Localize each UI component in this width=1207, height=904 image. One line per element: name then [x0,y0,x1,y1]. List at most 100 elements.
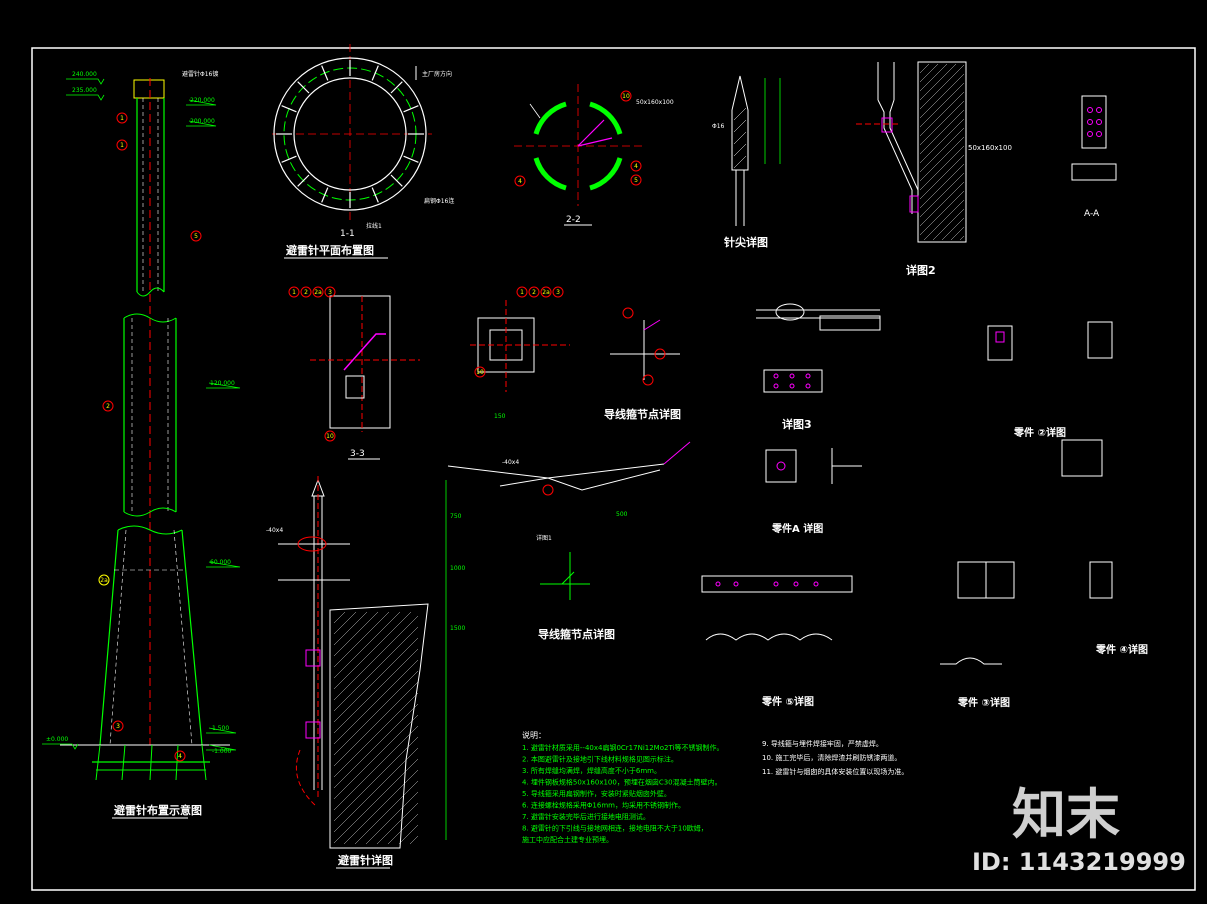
hatch-line [387,813,419,845]
plan-tick [371,65,379,81]
rod-dim-1000: 1000 [450,565,465,572]
note-line: 1. 避雷针材质采用--40x4扁钢0Cr17Ni12Mo2Ti等不锈钢制作。 [522,743,723,752]
svg-text:1: 1 [120,115,124,122]
hatch-line [919,190,965,236]
part-a: 零件A 详图 [765,448,862,535]
hatch-line [333,747,419,833]
svg-text:4: 4 [178,753,182,760]
hatch-line [333,736,419,822]
svg-text:3: 3 [556,289,560,296]
hatch-line [354,780,419,845]
plan-tick [281,155,297,163]
svg-text:4: 4 [634,163,638,170]
plan-tick [390,81,403,94]
elev-1-5: 1.500 [212,725,229,732]
hatch-line [919,63,948,92]
hatch-line [919,63,930,74]
detail-2: 50x160x100 详图2 [856,61,1012,277]
svg-text:2: 2 [304,289,308,296]
part-2: 零件 ②详图 [987,321,1113,477]
hatch-line [333,611,357,635]
svg-text:2: 2 [532,289,536,296]
notes-title: 说明： [522,730,546,740]
svg-text:2a: 2a [314,289,322,296]
plan-note: 扁钢Φ16连 [424,197,454,205]
hatch-line [333,611,346,624]
part-5: 零件 ⑤详图 [701,575,853,708]
elev-220: 220.000 [190,97,215,104]
hatch-line [365,791,419,845]
note-line: 施工中应配合土建专业预埋。 [522,835,613,844]
note-line: 5. 导线箍采用扁钢制作，安装时紧贴烟囱外壁。 [522,789,671,798]
section-2-2-title: 2-2 [566,215,581,225]
hatch-line [919,63,939,83]
detail-2-title: 详图2 [906,263,936,277]
elev-235: 235.000 [72,87,97,94]
hatch-line [333,670,419,756]
hatch-line [923,199,965,241]
part-a-title: 零件A 详图 [771,522,823,535]
hatch-line [919,73,965,119]
note-line-extra: 10. 施工完毕后，清除焊渣并刷防锈漆两道。 [762,753,901,762]
note-line: 7. 避雷针安装完毕后进行接地电阻测试。 [522,812,650,821]
plan-tick [403,155,419,163]
hatch-line [959,235,965,241]
svg-text:2a: 2a [100,577,108,584]
hatch-line [919,154,965,200]
rod-detail: 750 1000 1500 -40x4 避雷针详图 [266,476,465,869]
hatch-line [919,109,965,155]
part-3-title: 零件 ③详图 [957,696,1010,709]
hatch-line [333,681,419,767]
hatch-line [333,611,390,668]
hatch-line [333,703,419,789]
svg-text:10: 10 [476,369,484,376]
needle-tip-detail: Φ16 针尖详图 [712,75,781,249]
hatch-line [950,226,965,241]
svg-text:2: 2 [106,403,110,410]
hatch-line [333,611,379,657]
svg-text:10: 10 [622,93,630,100]
svg-text:5: 5 [634,177,638,184]
svg-text:3: 3 [328,289,332,296]
hatch-line [333,758,419,844]
part-5-title: 零件 ⑤详图 [761,695,814,708]
hatch-line [409,835,419,845]
hatch-line [919,181,965,227]
elev-minus-1: -1.000 [212,748,232,755]
hatch-line [919,127,965,173]
plate-dim-150: 150 [494,413,506,420]
plan-direction: 主厂房方向 [422,70,452,78]
detail-3: 详图3 [756,303,881,431]
note-line: 4. 埋件钢板规格50x160x100，预埋在烟囱C30混凝土筒壁内。 [522,778,722,787]
hatch-line [333,648,419,734]
elev-note: 避雷针Φ16镀 [182,70,218,78]
note-line: 3. 所有焊缝均满焊，焊缝高度不小于6mm。 [522,766,661,775]
part-3: 零件 ③详图 [940,561,1015,709]
plan-tick [321,187,329,203]
wire-node-detail-2: 详图1 导线箍节点详图 [536,534,615,641]
wire-node-title-1: 导线箍节点详图 [604,407,681,421]
wire-node-title-2: 导线箍节点详图 [538,627,615,641]
note-line-extra: 9. 导线箍与埋件焊接牢固，严禁虚焊。 [762,739,883,748]
section-a-a: A-A [1071,95,1117,219]
section-3-3-title: 3-3 [350,449,365,459]
hatch-line [919,82,965,128]
needle-cap [133,79,165,99]
elev-120: 120.000 [210,380,235,387]
rod-flat: -40x4 [266,527,283,534]
detail-3-title: 详图3 [782,417,812,431]
hatch-line [919,118,965,164]
hatch-line [343,769,419,845]
elev-0: ±0.000 [46,736,68,743]
hatch-line [919,91,965,137]
plan-tick [390,174,403,187]
svg-text:2a: 2a [542,289,550,296]
section2-plate: 50x160x100 [636,99,674,106]
notes-block: 说明： 1. 避雷针材质采用--40x4扁钢0Cr17Ni12Mo2Ti等不锈钢… [522,730,908,844]
hatch-line [398,824,419,845]
note-line-extra: 11. 避雷针与烟囱的具体安装位置以现场为准。 [762,767,908,776]
drawing-frame [31,47,1196,891]
svg-text:5: 5 [194,233,198,240]
